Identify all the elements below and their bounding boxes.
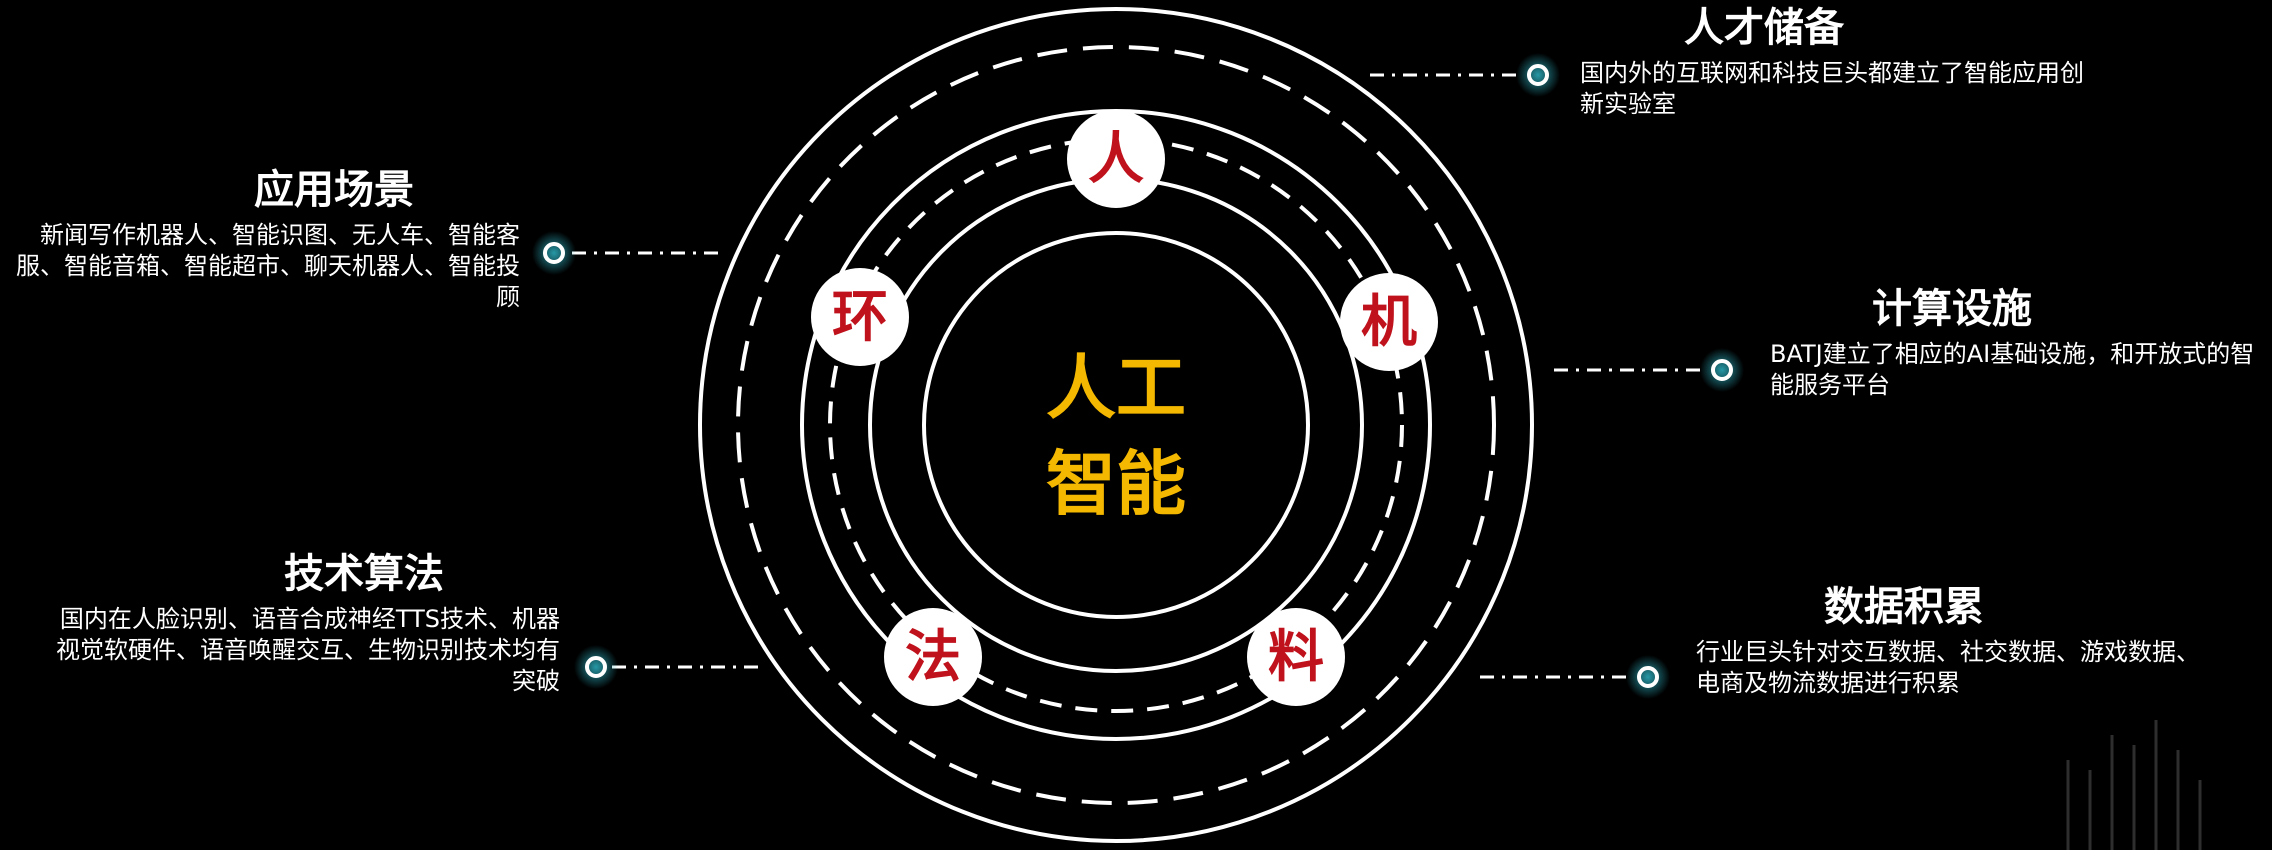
node-huan-label: 环 (832, 285, 888, 350)
block-algorithm: 技术算法 国内在人脸识别、语音合成神经TTS技术、机器视觉软硬件、语音唤醒交互、… (40, 550, 560, 697)
center-title-line2: 智能 (1046, 443, 1186, 525)
node-ji: 机 (1340, 273, 1438, 371)
block-data: 数据积累 行业巨头针对交互数据、社交数据、游戏数据、电商及物流数据进行积累 (1696, 583, 2216, 699)
dot-compute (1700, 348, 1744, 392)
ring-outer (698, 7, 1534, 843)
connector-lines (572, 73, 1706, 679)
block-scenario-title: 应用场景 (254, 167, 414, 213)
block-data-desc: 行业巨头针对交互数据、社交数据、游戏数据、电商及物流数据进行积累 (1696, 638, 2200, 697)
node-ren-label: 人 (1088, 127, 1144, 192)
block-algorithm-desc: 国内在人脸识别、语音合成神经TTS技术、机器视觉软硬件、语音唤醒交互、生物识别技… (56, 605, 560, 695)
block-compute-title: 计算设施 (1872, 286, 2032, 332)
ring-inner (922, 231, 1310, 619)
block-compute-desc: BATJ建立了相应的AI基础设施，和开放式的智能服务平台 (1770, 340, 2255, 399)
block-talent-title: 人才储备 (1684, 5, 1844, 51)
block-scenario-desc: 新闻写作机器人、智能识图、无人车、智能客服、智能音箱、智能超市、聊天机器人、智能… (16, 221, 520, 311)
center-title-line1: 人工 (1046, 347, 1186, 429)
node-liao: 料 (1247, 608, 1345, 706)
dot-scenario (532, 231, 576, 275)
node-ji-label: 机 (1361, 290, 1417, 355)
block-talent: 人才储备 国内外的互联网和科技巨头都建立了智能应用创新实验室 (1580, 4, 2092, 120)
node-liao-label: 料 (1268, 625, 1324, 690)
dot-talent (1516, 53, 1560, 97)
node-fa: 法 (884, 608, 982, 706)
node-huan: 环 (811, 268, 909, 366)
dot-data (1626, 655, 1670, 699)
block-algorithm-title: 技术算法 (284, 551, 444, 597)
background-decoration (2066, 720, 2202, 850)
block-talent-desc: 国内外的互联网和科技巨头都建立了智能应用创新实验室 (1580, 59, 2084, 118)
connector-dots (532, 53, 1744, 699)
dot-algorithm (574, 645, 618, 689)
block-data-title: 数据积累 (1824, 584, 1984, 630)
node-fa-label: 法 (905, 625, 961, 690)
node-ren: 人 (1067, 110, 1165, 208)
block-scenario: 应用场景 新闻写作机器人、智能识图、无人车、智能客服、智能音箱、智能超市、聊天机… (10, 166, 520, 313)
orbit-rings (698, 7, 1534, 843)
ring-outer-dashed (736, 45, 1496, 805)
block-compute: 计算设施 BATJ建立了相应的AI基础设施，和开放式的智能服务平台 (1770, 285, 2268, 401)
